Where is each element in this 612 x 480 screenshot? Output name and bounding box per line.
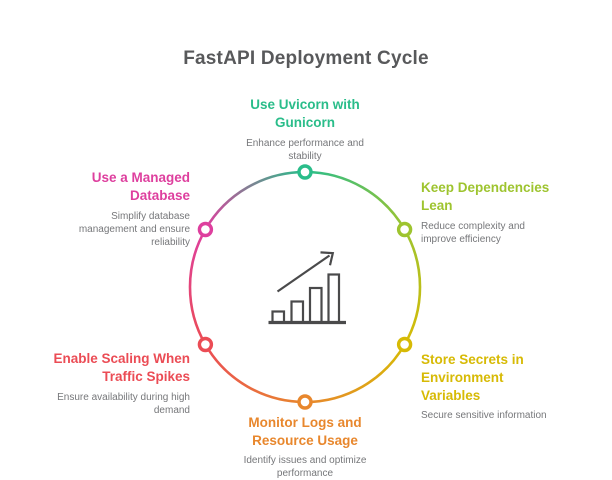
ring-arc-top-right (304, 170, 406, 231)
page-title: FastAPI Deployment Cycle (183, 48, 429, 69)
node-description: Enhance performance and stability (246, 137, 364, 163)
node-managed-database: Use a Managed Database Simplify database… (48, 169, 190, 250)
node-keep-dependencies-lean: Keep Dependencies Lean Reduce complexity… (421, 179, 601, 246)
bar-chart-growth-icon (268, 251, 346, 325)
node-store-secrets: Store Secrets in Environment Variables S… (421, 351, 601, 423)
node-description: Reduce complexity and improve efficiency (421, 220, 525, 246)
node-marker-upper-left (197, 221, 214, 238)
node-title: Keep Dependencies Lean (421, 180, 550, 213)
ring-arc-bottom-right (304, 343, 406, 404)
node-title: Use a Managed Database (91, 170, 190, 203)
node-marker-lower-right (396, 336, 413, 353)
node-marker-bottom (297, 394, 313, 410)
node-title: Enable Scaling When Traffic Spikes (53, 351, 190, 384)
node-description: Ensure availability during high demand (57, 391, 190, 417)
ring-arc-right (403, 228, 422, 346)
node-marker-upper-right (396, 221, 413, 238)
node-marker-lower-left (197, 336, 214, 353)
node-marker-top (297, 164, 313, 180)
node-description: Simplify database management and ensure … (78, 210, 190, 249)
node-uvicorn-gunicorn: Use Uvicorn with Gunicorn Enhance perfor… (221, 96, 389, 163)
node-monitor-logs: Monitor Logs and Resource Usage Identify… (215, 414, 395, 480)
node-description: Secure sensitive information (421, 410, 547, 422)
ring-arcs (188, 170, 422, 404)
node-title: Monitor Logs and Resource Usage (248, 415, 362, 448)
ring-arc-bottom-left (204, 343, 306, 404)
node-description: Identify issues and optimize performance (243, 454, 367, 480)
node-title: Store Secrets in Environment Variables (421, 352, 524, 403)
ring-arc-top-left (204, 170, 306, 231)
node-markers (197, 164, 413, 410)
ring-arc-left (188, 228, 207, 346)
node-title: Use Uvicorn with Gunicorn (250, 97, 360, 130)
node-enable-scaling: Enable Scaling When Traffic Spikes Ensur… (18, 350, 190, 417)
